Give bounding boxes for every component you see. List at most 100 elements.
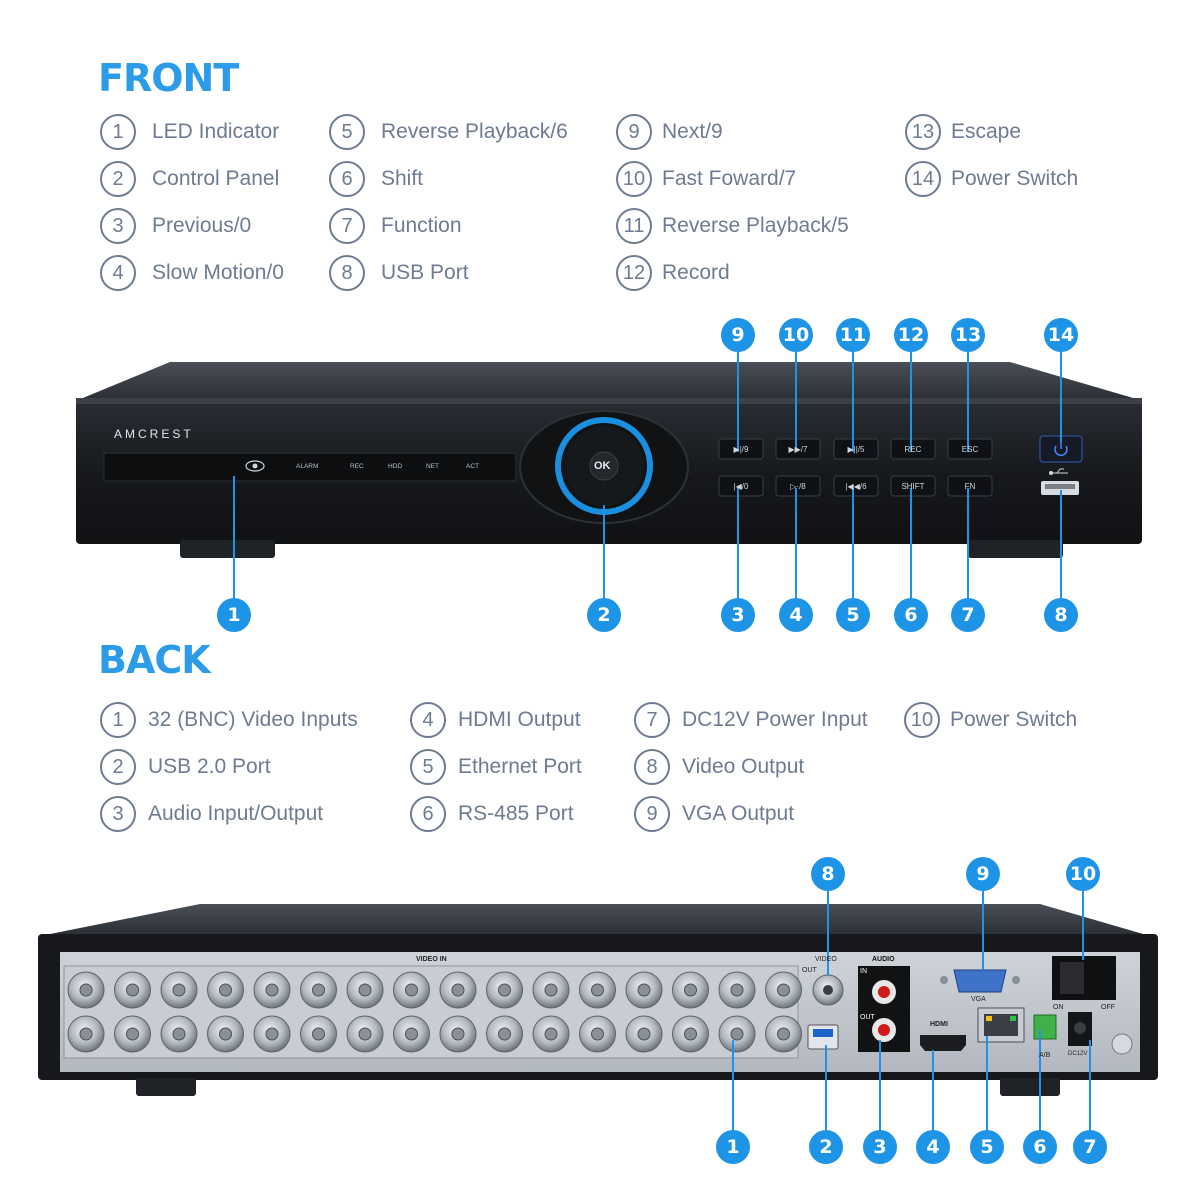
video-in-label: VIDEO IN	[416, 956, 447, 963]
next-button[interactable]: ▶|/9	[733, 445, 749, 454]
legend-label: HDMI Output	[458, 708, 581, 731]
bnc-connector-core	[684, 983, 697, 997]
legend-label: Reverse Playback/6	[381, 120, 568, 143]
callout-badge-14: 14	[1044, 318, 1078, 352]
back-callout-badge-10: 10	[1066, 857, 1100, 891]
reverse-playback-5-button[interactable]: ▶||/5	[847, 445, 865, 454]
callout-badge-9: 9	[721, 318, 755, 352]
front-button-shapes	[718, 438, 993, 497]
back-legend-item: 7 DC12V Power Input	[634, 702, 868, 738]
back-device	[38, 904, 1158, 1096]
escape-button[interactable]: ESC	[961, 445, 979, 454]
legend-number: 4	[410, 702, 446, 738]
switch-off-label: OFF	[1101, 1004, 1115, 1011]
legend-label: USB Port	[381, 261, 469, 284]
record-button[interactable]: REC	[904, 445, 922, 454]
bnc-connector-core	[777, 983, 790, 997]
bnc-connector-core	[219, 983, 232, 997]
bnc-grid	[67, 971, 802, 1053]
vga-port	[953, 969, 1007, 993]
bnc-connector-core	[358, 983, 372, 997]
back-callout-badge-1: 1	[716, 1130, 750, 1164]
rs485-label: A/B	[1039, 1052, 1051, 1059]
legend-label: Control Panel	[152, 167, 280, 190]
bnc-connector-core	[591, 1027, 604, 1041]
back-callout-badge-6: 6	[1023, 1130, 1057, 1164]
reverse-playback-6-button[interactable]: |◀◀/6	[845, 482, 867, 491]
slow-motion-button[interactable]: ▷·/8	[790, 482, 806, 491]
legend-number: 10	[616, 161, 652, 197]
bnc-connector-core	[684, 1027, 697, 1041]
back-callout-badge-7: 7	[1073, 1130, 1107, 1164]
legend-number: 1	[100, 114, 136, 150]
fast-forward-button[interactable]: ▶▶/7	[788, 445, 808, 454]
previous-button[interactable]: |◀/0	[733, 482, 749, 491]
legend-number: 10	[904, 702, 940, 738]
callout-badge-12: 12	[894, 318, 928, 352]
back-callout-badge-3: 3	[863, 1130, 897, 1164]
legend-number: 4	[100, 255, 136, 291]
bnc-connector-core	[79, 1027, 93, 1041]
status-strip	[103, 452, 517, 482]
legend-label: Audio Input/Output	[148, 802, 324, 825]
callout-badge-8: 8	[1044, 598, 1078, 632]
video-out-label: OUT	[802, 967, 817, 974]
front-legend-item: 12 Record	[616, 255, 730, 291]
legend-number: 5	[410, 749, 446, 785]
status-net-label: NET	[426, 463, 439, 470]
brand-logo: AMCREST	[114, 427, 194, 441]
callout-badge-3: 3	[721, 598, 755, 632]
ok-button	[589, 451, 619, 481]
callout-badge-13: 13	[951, 318, 985, 352]
vga-label: VGA	[971, 996, 986, 1003]
bnc-connector-core	[777, 1027, 790, 1041]
function-button[interactable]: FN	[964, 482, 976, 491]
front-foot-left	[180, 540, 275, 558]
legend-label: USB 2.0 Port	[148, 755, 271, 778]
legend-label: RS-485 Port	[458, 802, 574, 825]
bnc-connector-core	[637, 983, 651, 997]
legend-label: Escape	[951, 120, 1022, 143]
legend-number: 5	[329, 114, 365, 150]
bnc-connector-core	[312, 1027, 325, 1041]
bnc-connector-core	[544, 983, 558, 997]
audio-label: AUDIO	[872, 956, 895, 963]
ok-label: OK	[594, 460, 611, 472]
callout-badge-1: 1	[217, 598, 251, 632]
usb-symbol-icon	[1049, 468, 1068, 475]
legend-number: 8	[634, 749, 670, 785]
bnc-connector-core	[265, 1027, 279, 1041]
bnc-connector-core	[730, 1027, 744, 1041]
legend-label: Record	[662, 261, 730, 284]
front-legend-item: 4 Slow Motion/0	[100, 255, 284, 291]
legend-label: Ethernet Port	[458, 755, 582, 778]
back-callout-badge-8: 8	[811, 857, 845, 891]
back-top-surface	[40, 904, 1150, 936]
legend-label: Next/9	[662, 120, 723, 143]
shift-button[interactable]: SHIFT	[901, 482, 925, 491]
legend-label: DC12V Power Input	[682, 708, 868, 731]
legend-number: 8	[329, 255, 365, 291]
back-callout-badge-5: 5	[970, 1130, 1004, 1164]
legend-number: 1	[100, 702, 136, 738]
front-top-surface	[78, 362, 1140, 400]
legend-label: Function	[381, 214, 462, 237]
legend-label: Slow Motion/0	[152, 261, 284, 284]
status-rec-label: REC	[350, 463, 364, 470]
legend-number: 3	[100, 796, 136, 832]
legend-label: Reverse Playback/5	[662, 214, 849, 237]
legend-number: 3	[100, 208, 136, 244]
legend-number: 7	[634, 702, 670, 738]
dc12v-label: DC12V	[1068, 1051, 1088, 1057]
legend-number: 12	[616, 255, 652, 291]
legend-label: Power Switch	[951, 167, 1079, 190]
callout-badge-4: 4	[779, 598, 813, 632]
bnc-connector-core	[637, 1027, 651, 1041]
